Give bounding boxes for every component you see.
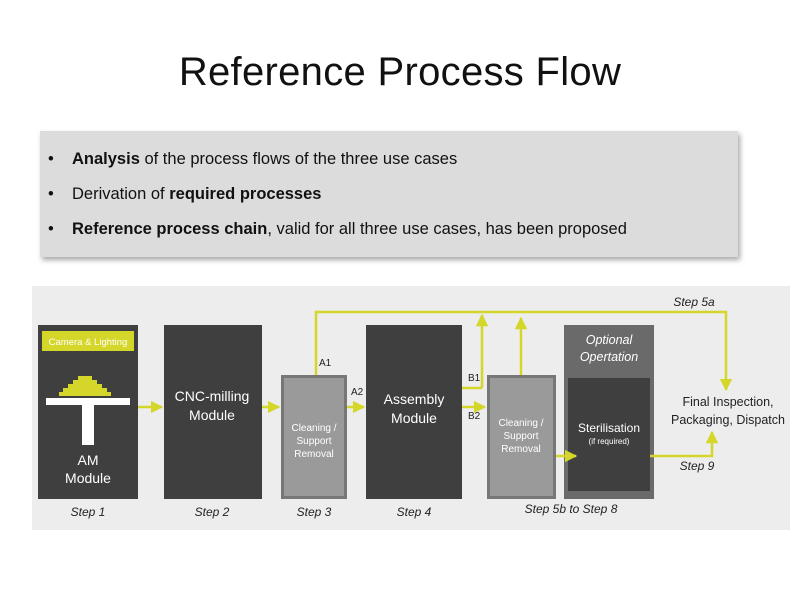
camera-lighting-label: Camera & Lighting bbox=[49, 337, 128, 348]
label-a1: A1 bbox=[319, 358, 332, 369]
final-inspection-line2: Packaging, Dispatch bbox=[671, 413, 785, 427]
sterilisation-line2: (if required) bbox=[589, 437, 630, 446]
cnc-milling-module-box: CNC-milling Module bbox=[164, 325, 262, 499]
optional-line2: Opertation bbox=[580, 350, 638, 364]
sterilisation-line1: Sterilisation bbox=[578, 421, 640, 435]
label-a2: A2 bbox=[351, 387, 364, 398]
flow-arrows bbox=[138, 310, 733, 463]
arrow-step9 bbox=[650, 430, 719, 458]
assembly-line2: Module bbox=[391, 410, 437, 426]
printer-icon bbox=[46, 376, 130, 445]
cnc-module-line2: Module bbox=[189, 407, 235, 423]
step4-label: Step 4 bbox=[397, 505, 432, 519]
assembly-module-box: Assembly Module bbox=[366, 325, 462, 499]
cleaning2-line3: Removal bbox=[501, 444, 540, 455]
am-module-line1: AM bbox=[78, 452, 99, 468]
bullet-panel: Analysis of the process flows of the thr… bbox=[40, 131, 738, 257]
step5a-label: Step 5a bbox=[673, 295, 715, 309]
label-b1: B1 bbox=[468, 373, 481, 384]
cleaning1-line1: Cleaning / bbox=[291, 423, 336, 434]
step5b-to-step8-label: Step 5b to Step 8 bbox=[525, 502, 618, 516]
page-title: Reference Process Flow bbox=[178, 50, 622, 94]
cnc-module-line1: CNC-milling bbox=[175, 388, 250, 404]
arrow-step5a bbox=[314, 310, 733, 392]
step9-label: Step 9 bbox=[680, 459, 715, 473]
bullet-item: Analysis of the process flows of the thr… bbox=[48, 150, 457, 169]
cleaning-support-removal-box-1: Cleaning / Support Removal bbox=[281, 375, 347, 499]
cleaning2-line1: Cleaning / bbox=[498, 418, 543, 429]
assembly-line1: Assembly bbox=[384, 391, 445, 407]
cleaning-support-removal-box-2: Cleaning / Support Removal bbox=[487, 375, 556, 499]
cleaning1-line3: Removal bbox=[294, 449, 333, 460]
final-inspection-line1: Final Inspection, bbox=[682, 395, 773, 409]
step2-label: Step 2 bbox=[195, 505, 230, 519]
camera-lighting-header bbox=[42, 331, 134, 351]
bullet-item: Derivation of required processes bbox=[48, 185, 322, 204]
am-module-box: Camera & Lighting AM Module bbox=[38, 325, 138, 499]
cleaning2-line2: Support bbox=[503, 431, 538, 442]
optional-operation-box: Optional Opertation Sterilisation (if re… bbox=[564, 325, 654, 499]
am-module-line2: Module bbox=[65, 470, 111, 486]
step3-label: Step 3 bbox=[297, 505, 332, 519]
optional-line1: Optional bbox=[586, 333, 634, 347]
bullet-item: Reference process chain, valid for all t… bbox=[48, 220, 627, 239]
label-b2: B2 bbox=[468, 411, 481, 422]
step1-label: Step 1 bbox=[71, 505, 106, 519]
sterilisation-box bbox=[568, 378, 650, 491]
cleaning1-line2: Support bbox=[296, 436, 331, 447]
process-flow-diagram: Camera & Lighting AM Module CNC-milling … bbox=[0, 280, 800, 530]
